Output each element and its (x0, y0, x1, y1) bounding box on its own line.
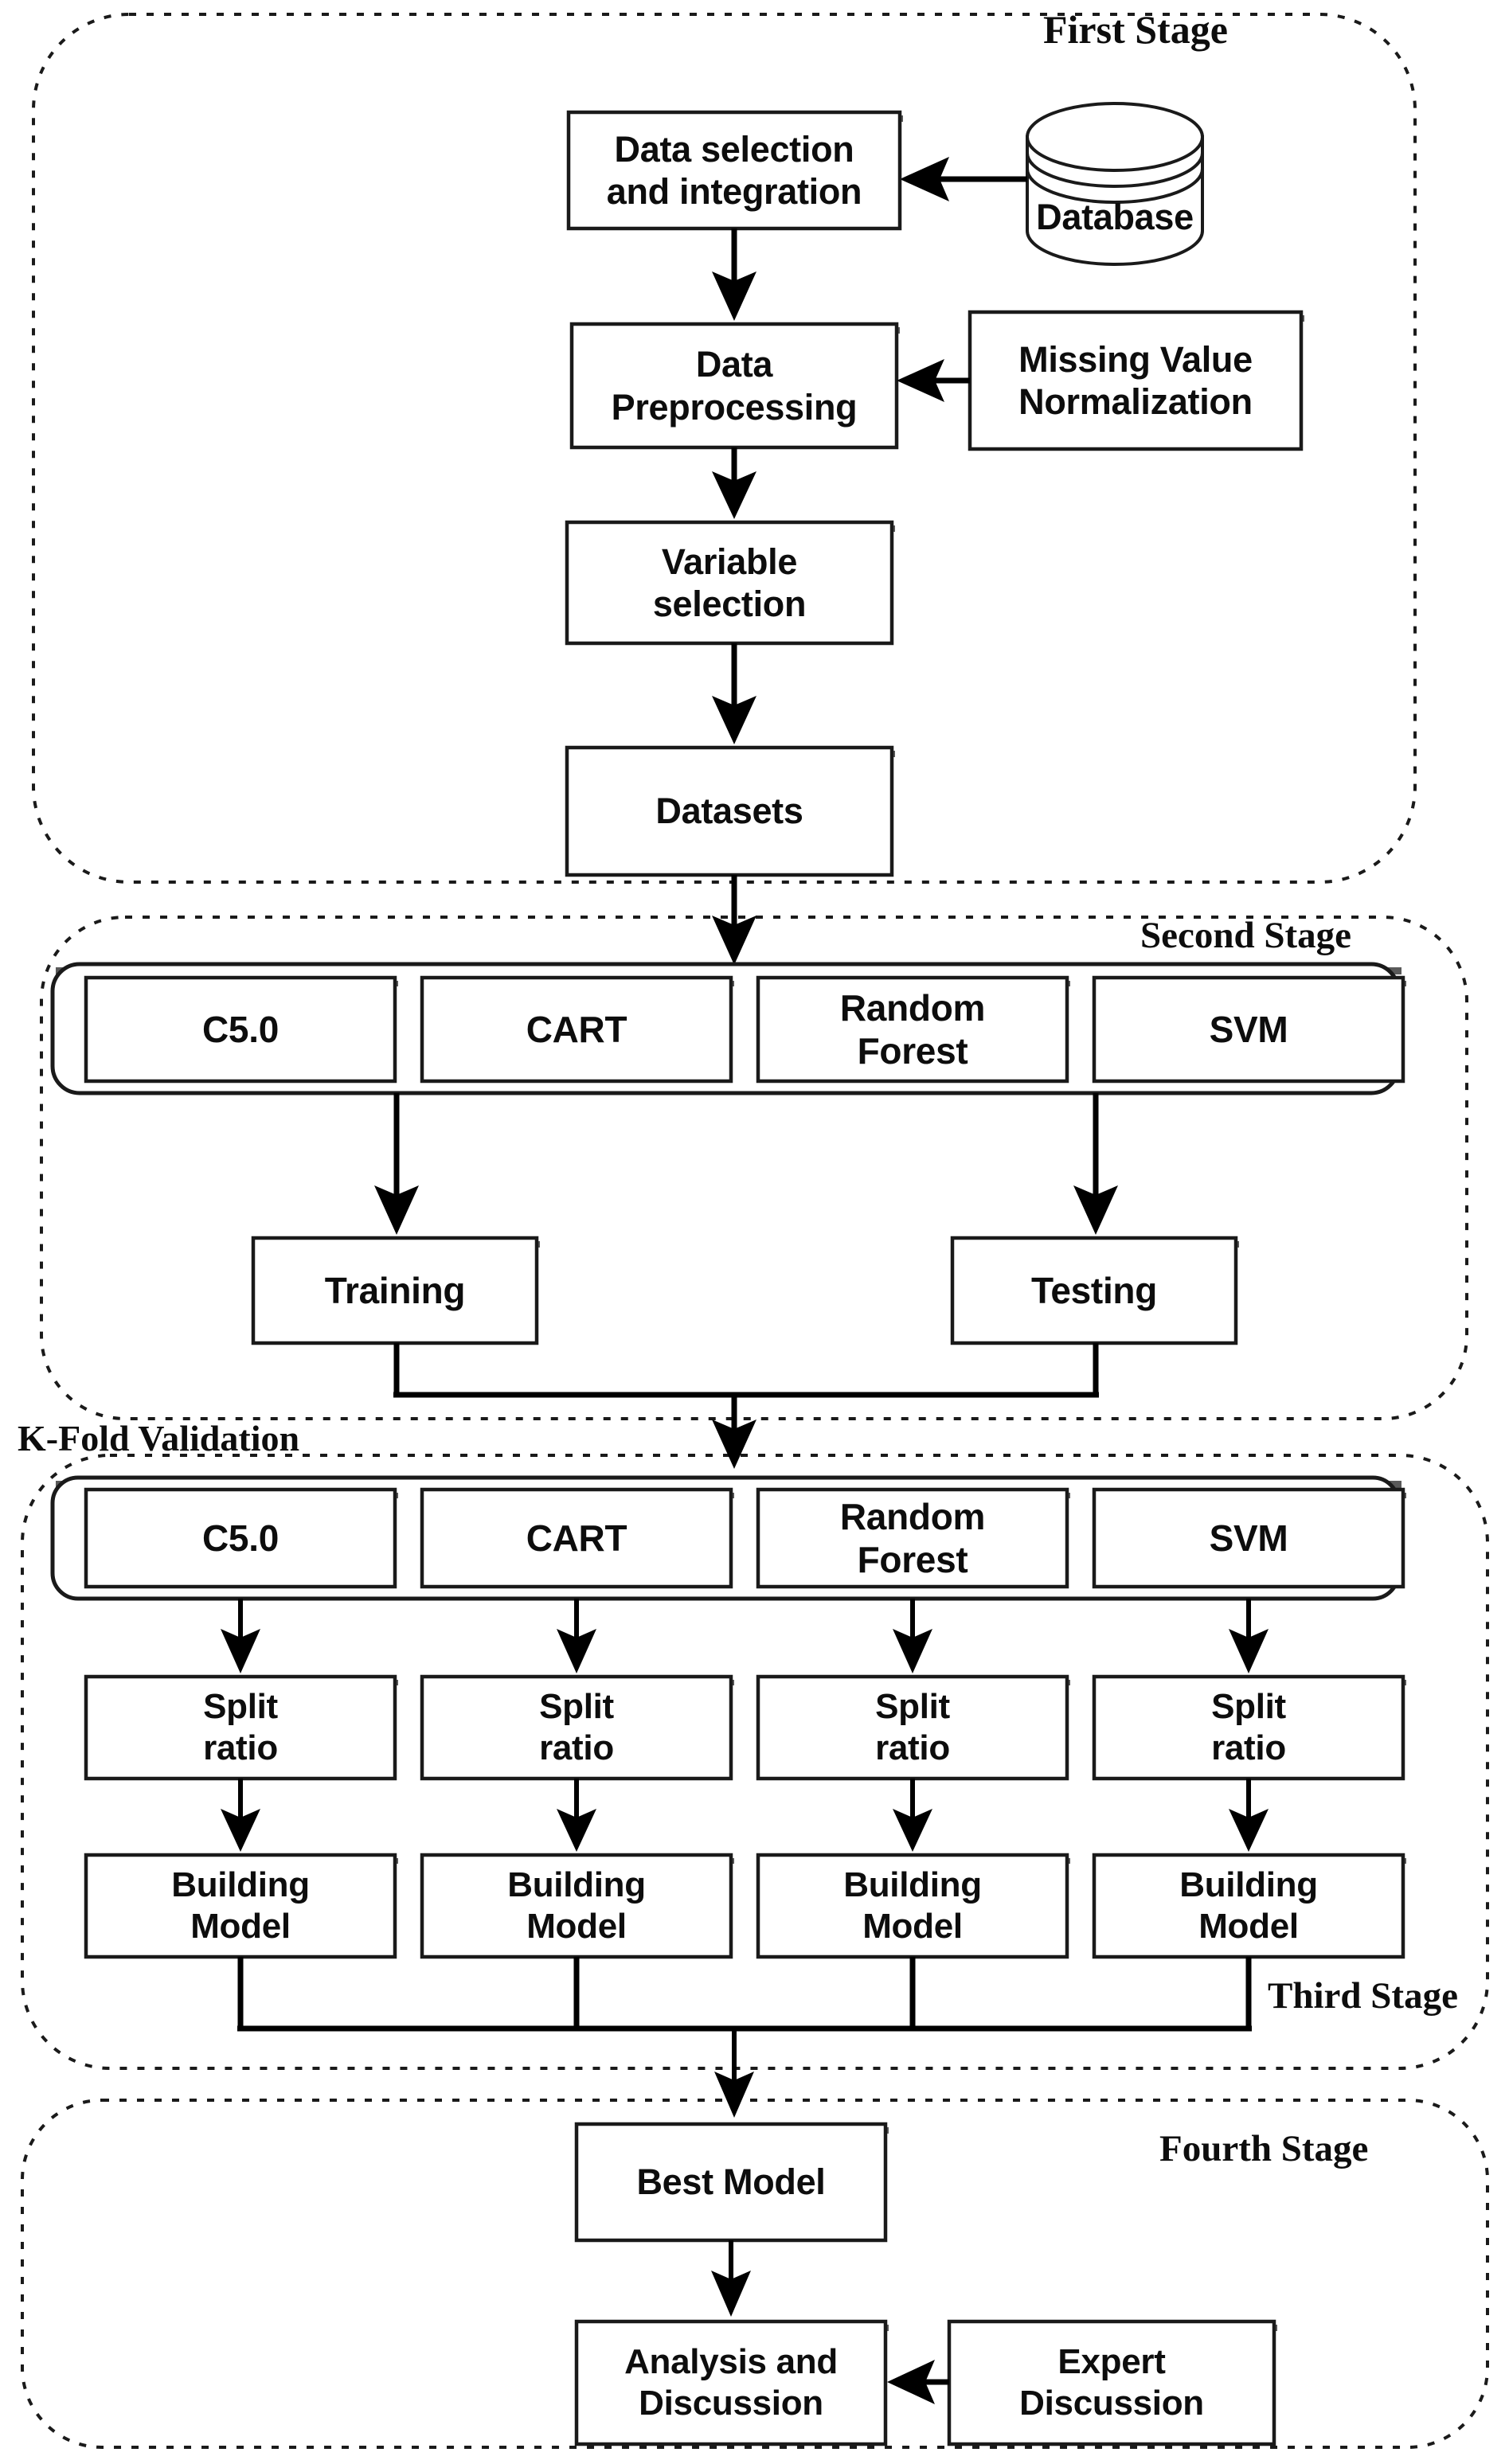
connector-database-to-data-selection (900, 157, 1027, 201)
connector-split-to-build-3 (893, 1779, 932, 1852)
connector-stage2-to-testing (1073, 1093, 1118, 1235)
box-split-ratio-2[interactable] (420, 1674, 733, 1781)
stage-label-kfold: K-Fold Validation (18, 1418, 300, 1458)
box-stage2-svm[interactable] (1092, 975, 1405, 1084)
box-training[interactable] (251, 1236, 539, 1345)
box-split-ratio-4[interactable] (1092, 1674, 1405, 1781)
connector-expert-to-analysis (887, 2360, 949, 2404)
box-building-model-1[interactable] (84, 1853, 397, 1959)
connector-alg-to-split-4 (1229, 1599, 1269, 1673)
connector-alg-to-split-2 (557, 1599, 596, 1673)
box-stage3-svm[interactable] (1092, 1487, 1405, 1589)
connector-trainingtesting-merge (393, 1343, 1099, 1469)
connector-alg-to-split-3 (893, 1599, 932, 1673)
box-split-ratio-1[interactable] (84, 1674, 397, 1781)
connector-missingvalue-to-preprocessing (897, 359, 970, 402)
stage-frame-third (21, 1454, 1489, 2070)
connector-buildingmodels-merge (237, 1957, 1252, 2118)
connector-stage2-to-training (374, 1093, 419, 1235)
box-building-model-4[interactable] (1092, 1853, 1405, 1959)
connector-split-to-build-1 (221, 1779, 260, 1852)
box-stage3-random-forest[interactable] (756, 1487, 1069, 1589)
box-stage3-c50[interactable] (84, 1487, 397, 1589)
stage-label-third: Third Stage (1268, 1975, 1458, 2017)
connector-datasets-to-stage2 (712, 875, 756, 965)
connector-variable-selection-to-datasets (712, 643, 756, 744)
box-stage2-cart[interactable] (420, 975, 733, 1084)
box-analysis-discussion[interactable] (574, 2319, 888, 2446)
connector-bestmodel-to-analysis (711, 2240, 751, 2317)
database-cylinder (1026, 102, 1204, 266)
box-missing-value-normalization[interactable] (968, 310, 1304, 451)
box-variable-selection[interactable] (565, 520, 894, 646)
box-building-model-3[interactable] (756, 1853, 1069, 1959)
box-stage2-c50[interactable] (84, 975, 397, 1084)
box-building-model-2[interactable] (420, 1853, 733, 1959)
stage-frame-fourth (21, 2099, 1489, 2449)
box-data-preprocessing[interactable] (569, 322, 899, 450)
connector-split-to-build-2 (557, 1779, 596, 1852)
stage-label-first: First Stage (1043, 7, 1228, 52)
box-split-ratio-3[interactable] (756, 1674, 1069, 1781)
box-data-selection[interactable] (566, 110, 902, 231)
stage-label-fourth: Fourth Stage (1159, 2128, 1369, 2169)
box-stage2-random-forest[interactable] (756, 975, 1069, 1084)
stage-label-second: Second Stage (1140, 915, 1352, 956)
box-stage3-cart[interactable] (420, 1487, 733, 1589)
connector-alg-to-split-1 (221, 1599, 260, 1673)
box-best-model[interactable] (574, 2122, 888, 2243)
box-expert-discussion[interactable] (947, 2319, 1276, 2446)
box-datasets[interactable] (565, 745, 894, 877)
box-testing[interactable] (950, 1236, 1238, 1345)
connector-selection-to-preprocessing (712, 228, 756, 321)
connector-preprocessing-to-variable-selection (712, 447, 756, 519)
connector-split-to-build-4 (1229, 1779, 1269, 1852)
